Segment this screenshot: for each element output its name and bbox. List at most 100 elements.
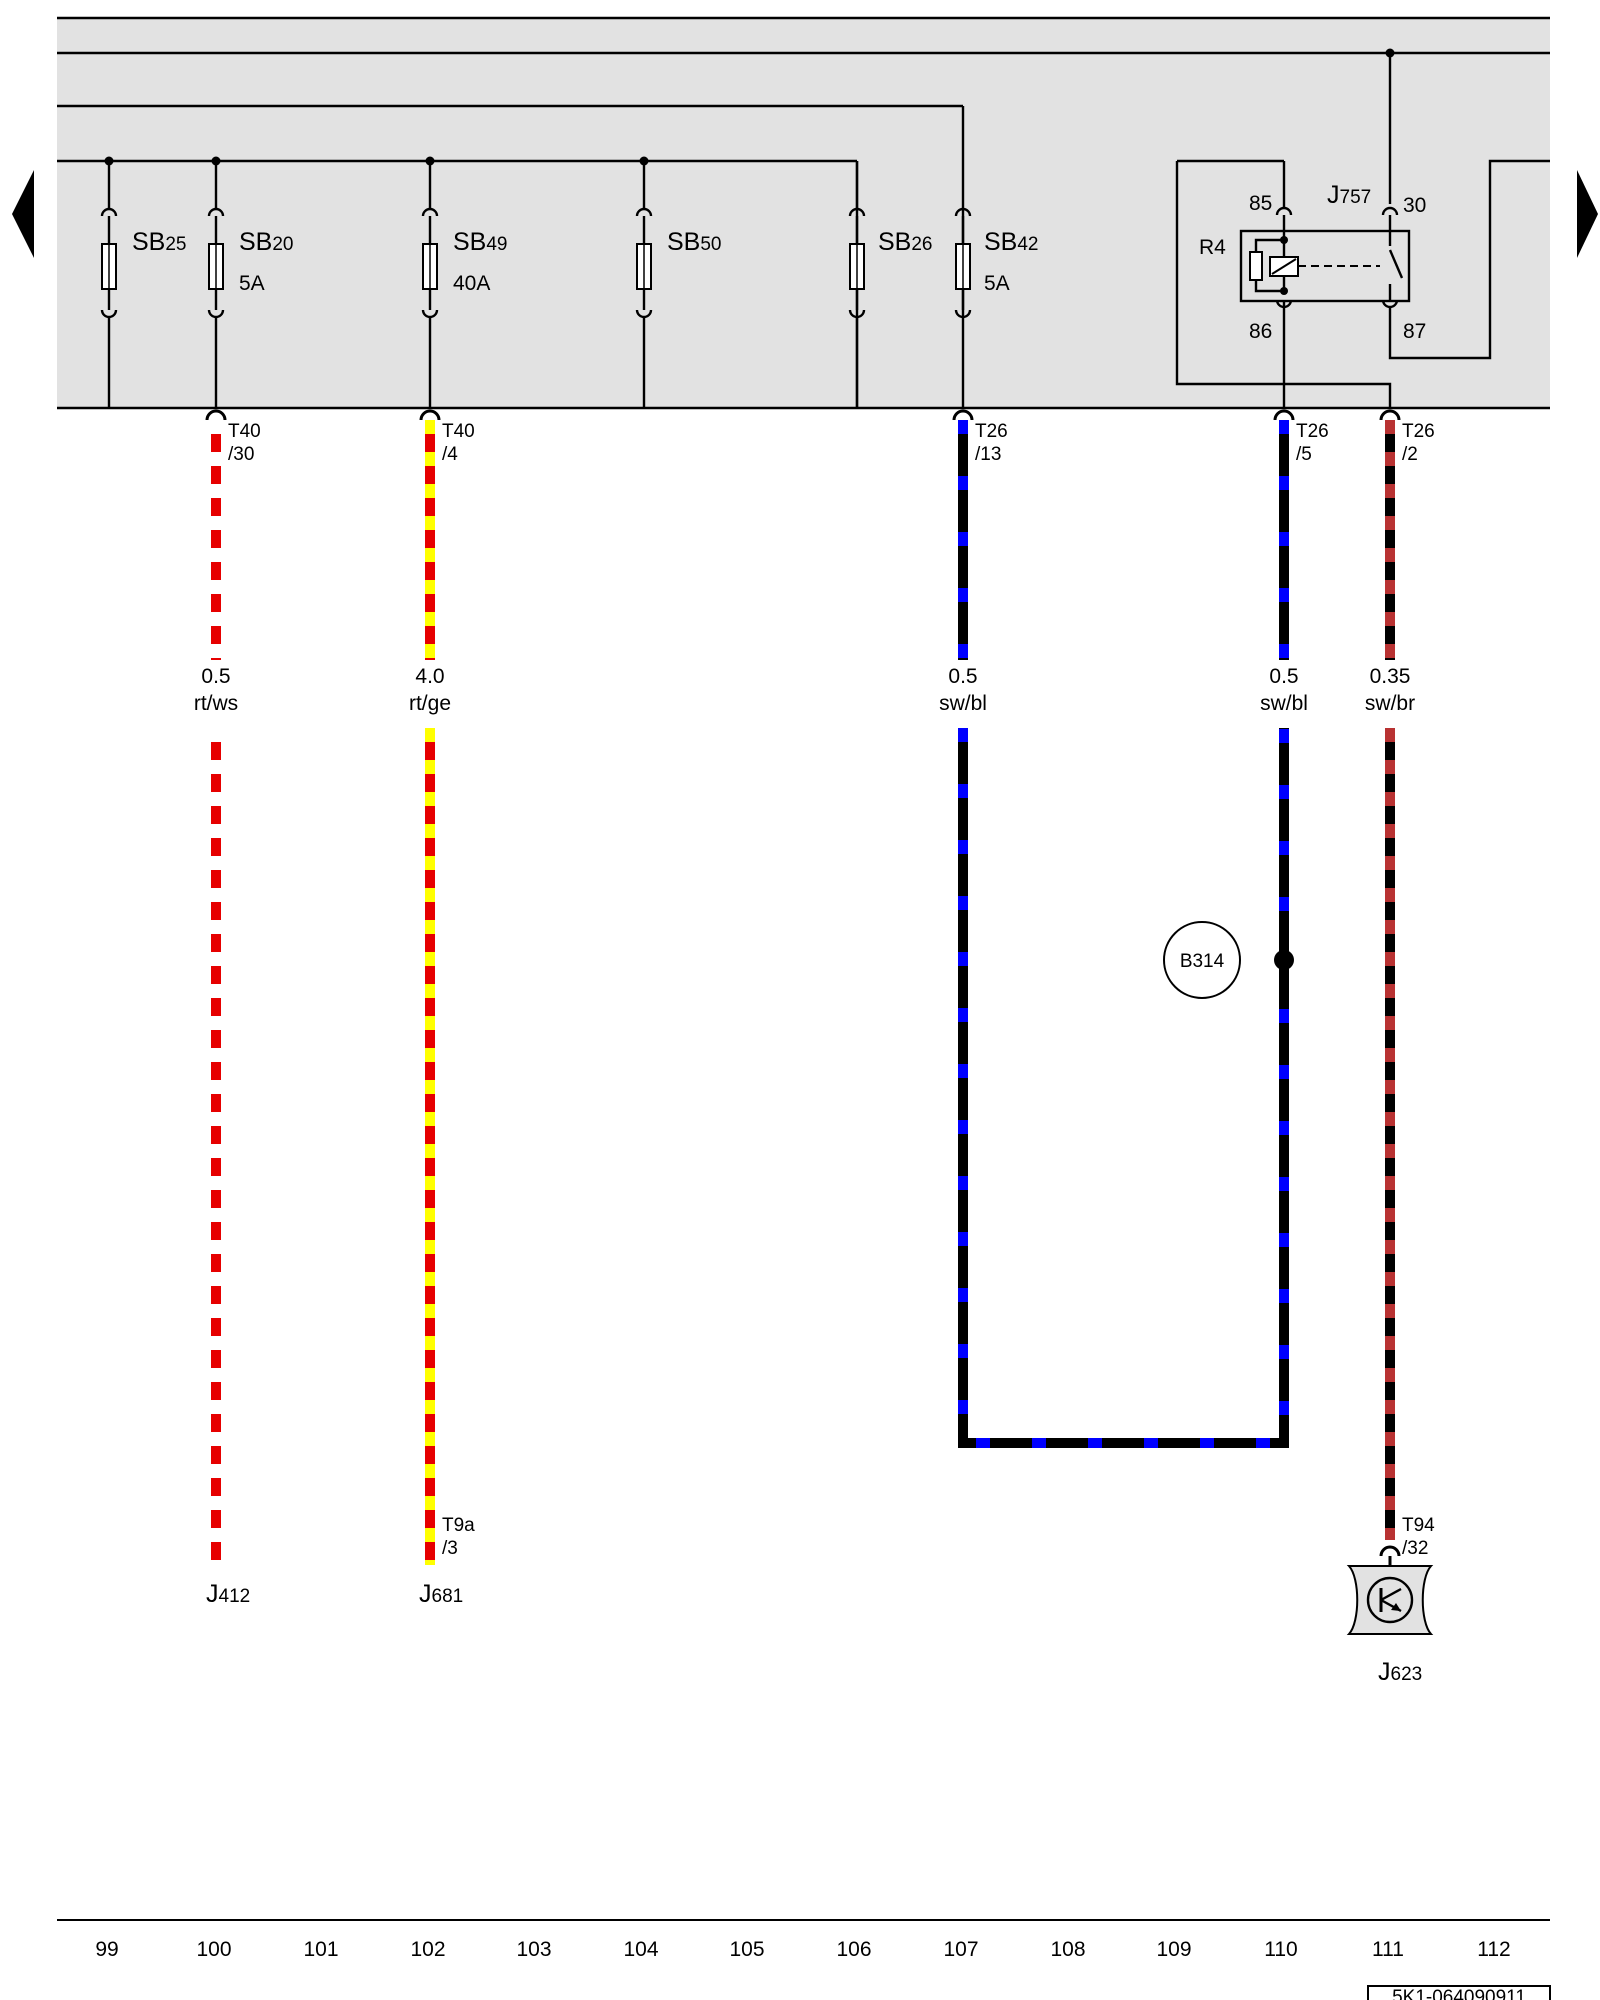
fuse-relay-panel [57, 18, 1550, 408]
track-number: 105 [729, 1938, 764, 1961]
document-id: 5K1-064090911 [1392, 1987, 1526, 2000]
fuse-label-prefix: SB [878, 228, 911, 256]
wire-100-rt-ws: 0.5 rt/ws [194, 420, 238, 1565]
svg-text:SB25: SB25 [132, 228, 187, 256]
fuse-label-prefix: SB [132, 228, 165, 256]
control-unit-j623 [1346, 1565, 1434, 1635]
splice-label: B314 [1180, 951, 1225, 972]
wire-gauge: 0.35 [1370, 665, 1411, 688]
svg-text:/4: /4 [442, 444, 458, 465]
fuse-sb42: SB42 5A [954, 207, 1039, 319]
svg-text:T9a: T9a [442, 1515, 475, 1536]
relay-j757: J757 R4 85 30 86 87 [1175, 159, 1550, 408]
next-page-arrow[interactable] [1577, 170, 1598, 258]
connector-t40-30: T40 /30 [205, 409, 261, 465]
relay-name-prefix: J [1327, 181, 1340, 209]
track-number: 109 [1156, 1938, 1191, 1961]
fuse-label-number: 42 [1017, 234, 1038, 255]
track-number: 106 [836, 1938, 871, 1961]
connector-t26-13: T26 /13 [952, 409, 1008, 465]
track-numbers: 99 100 101 102 103 104 105 106 107 108 1… [95, 1938, 1510, 1961]
connector-t26-2: T26 /2 [1379, 409, 1435, 465]
wire-gauge: 0.5 [1269, 665, 1298, 688]
relay-housing [1239, 229, 1411, 303]
track-number: 99 [95, 1938, 118, 1961]
svg-text:T40: T40 [442, 421, 475, 442]
component-j623-label: J623 [1378, 1658, 1422, 1686]
fuse-sb20: SB20 5A [207, 161, 294, 408]
previous-page-arrow[interactable] [12, 170, 34, 258]
fuse-label-number: 20 [272, 234, 293, 255]
wire-gauge: 0.5 [201, 665, 230, 688]
fuse-rating: 5A [239, 272, 265, 295]
track-number: 104 [623, 1938, 658, 1961]
svg-text:/30: /30 [228, 444, 254, 465]
svg-text:/32: /32 [1402, 1538, 1428, 1559]
connector-t9a-3: T9a /3 [442, 1515, 475, 1559]
svg-text:T94: T94 [1402, 1515, 1435, 1536]
connector-t40-4: T40 /4 [419, 409, 475, 465]
track-number: 103 [516, 1938, 551, 1961]
fuse-rating: 5A [984, 272, 1010, 295]
document-id-box [1367, 1985, 1551, 2000]
wire-color-code: rt/ws [194, 692, 238, 715]
fuse-label-number: 49 [486, 234, 507, 255]
wire-102-rt-ge: 4.0 rt/ge [409, 420, 451, 1565]
wire-color-code: sw/bl [1260, 692, 1308, 715]
fuse-label-prefix: SB [239, 228, 272, 256]
component-j412-label: J412 [206, 1580, 250, 1608]
fuse-sb50: SB50 [635, 161, 722, 408]
svg-text:/3: /3 [442, 1538, 458, 1559]
svg-text:SB26: SB26 [878, 228, 933, 256]
fuse-label-prefix: SB [667, 228, 700, 256]
resistor-label: R4 [1199, 236, 1226, 259]
svg-text:T26: T26 [1402, 421, 1435, 442]
relay-name-number: 757 [1340, 187, 1372, 208]
control-unit-icon [1366, 1576, 1414, 1624]
fuse-rating: 40A [453, 272, 490, 295]
fuse-label-number: 25 [165, 234, 186, 255]
svg-text:SB42: SB42 [984, 228, 1039, 256]
fuse-sb25: SB25 [100, 161, 187, 408]
resistor-r4 [1249, 251, 1263, 281]
splice-b314: B314 [1163, 921, 1294, 999]
relay-pin-86: 86 [1249, 320, 1272, 343]
track-number: 112 [1477, 1938, 1510, 1961]
fuse-label-prefix: SB [453, 228, 486, 256]
connector-t26-5: T26 /5 [1273, 409, 1329, 465]
track-number: 100 [196, 1938, 231, 1961]
svg-text:SB20: SB20 [239, 228, 294, 256]
svg-text:/5: /5 [1296, 444, 1312, 465]
fuse-sb26: SB26 [848, 161, 933, 408]
wire-111-sw-br: 0.35 sw/br [1365, 420, 1415, 1540]
wire-color-code: sw/bl [939, 692, 987, 715]
svg-text:T40: T40 [228, 421, 261, 442]
svg-text:SB49: SB49 [453, 228, 508, 256]
fuse-sb49: SB49 40A [421, 161, 508, 408]
wire-107-110-sw-bl: 0.5 sw/bl 0.5 sw/bl [939, 420, 1308, 1448]
svg-text:J757: J757 [1327, 181, 1371, 209]
fuse-label-prefix: SB [984, 228, 1017, 256]
relay-pin-87: 87 [1403, 320, 1426, 343]
fuse-label-number: 26 [911, 234, 932, 255]
wire-gauge: 0.5 [948, 665, 977, 688]
track-number: 102 [410, 1938, 445, 1961]
track-number: 101 [303, 1938, 338, 1961]
relay-pin-85: 85 [1249, 192, 1272, 215]
fuse-label-number: 50 [700, 234, 721, 255]
wire-color-code: rt/ge [409, 692, 451, 715]
svg-text:/2: /2 [1402, 444, 1418, 465]
svg-text:T26: T26 [975, 421, 1008, 442]
track-number: 107 [943, 1938, 978, 1961]
svg-text:/13: /13 [975, 444, 1001, 465]
relay-pin-30: 30 [1403, 194, 1426, 217]
track-number: 111 [1372, 1938, 1404, 1961]
track-number: 108 [1050, 1938, 1085, 1961]
connector-t94-32: T94 /32 [1379, 1515, 1435, 1566]
svg-text:T26: T26 [1296, 421, 1329, 442]
track-number: 110 [1264, 1938, 1297, 1961]
wire-gauge: 4.0 [415, 665, 444, 688]
svg-text:SB50: SB50 [667, 228, 722, 256]
wire-color-code: sw/br [1365, 692, 1415, 715]
